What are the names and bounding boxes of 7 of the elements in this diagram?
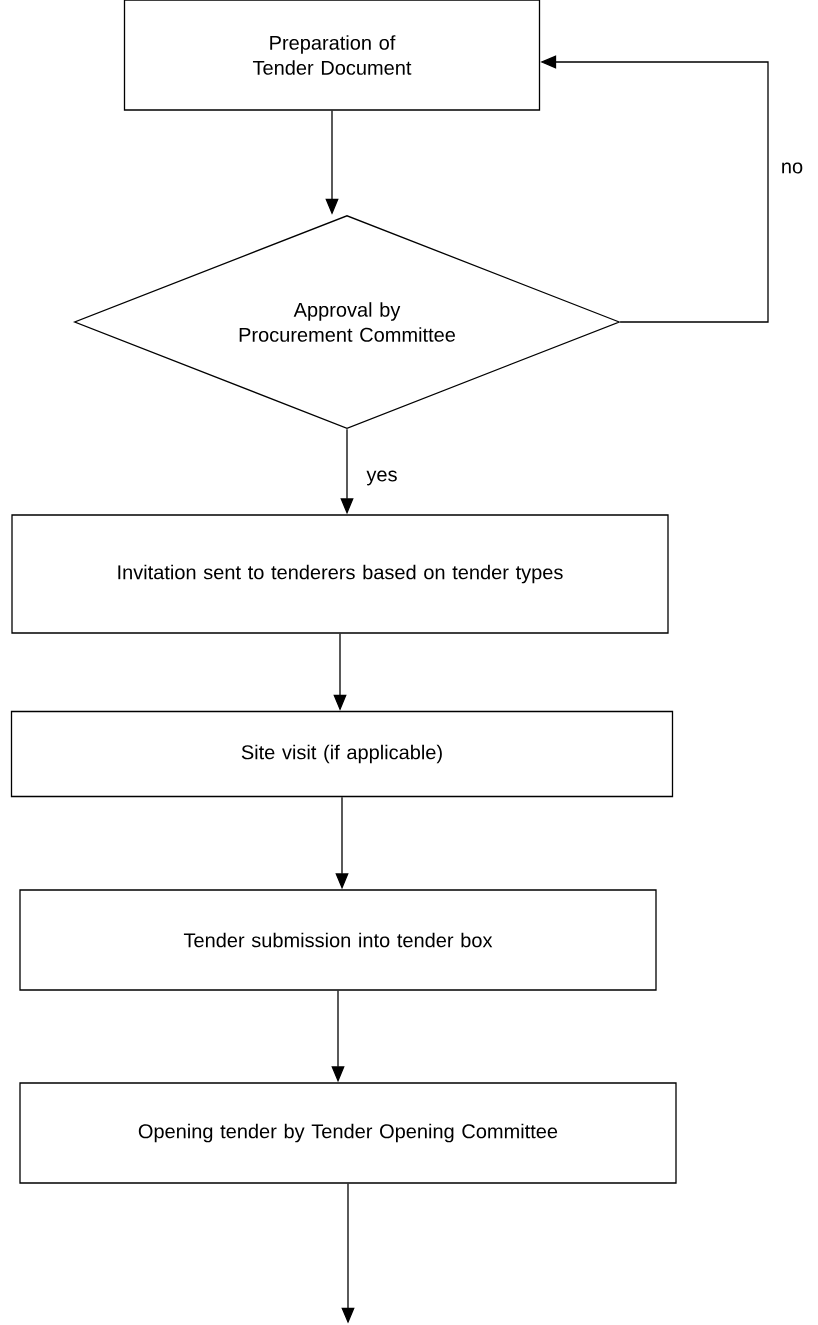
edge-label: no [778, 160, 806, 176]
edge-label: yes [364, 468, 400, 488]
process-box: Invitation sent to tenderers based on tender types [11, 514, 669, 634]
process-box: Site visit (if applicable) [10, 710, 674, 798]
process-box: Tender submission into tender box [19, 889, 657, 991]
process-box: Opening tender by Tender Opening Committee [19, 1082, 677, 1184]
process-box: Preparation of Tender Document [123, 0, 541, 111]
